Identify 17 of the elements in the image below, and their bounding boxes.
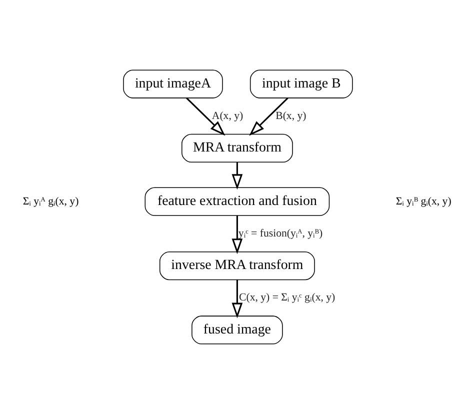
node-box: feature extraction and fusion xyxy=(144,186,330,216)
arrow xyxy=(232,162,243,190)
arrow xyxy=(232,279,243,318)
edge-label: A(x, y) xyxy=(212,109,244,122)
arrow xyxy=(232,215,243,254)
node-box: fused image xyxy=(192,315,283,344)
arrow xyxy=(249,97,288,136)
edge-label: yᵢᶜ = fusion(yᵢᴬ, yᵢᴮ) xyxy=(238,227,323,240)
node-box: input image B xyxy=(250,69,353,98)
edge-label: C(x, y) = Σᵢ yᵢᶜ gᵢ(x, y) xyxy=(239,291,336,304)
node-box: inverse MRA transform xyxy=(159,250,315,280)
edge-label: B(x, y) xyxy=(276,109,306,122)
label: Σᵢ yᵢᴬ gᵢ(x, y) xyxy=(22,194,79,207)
label: Σᵢ yᵢᴮ gᵢ(x, y) xyxy=(396,194,452,207)
node-box: input imageA xyxy=(123,69,223,98)
node-box: MRA transform xyxy=(182,133,293,162)
arrow xyxy=(186,97,226,136)
